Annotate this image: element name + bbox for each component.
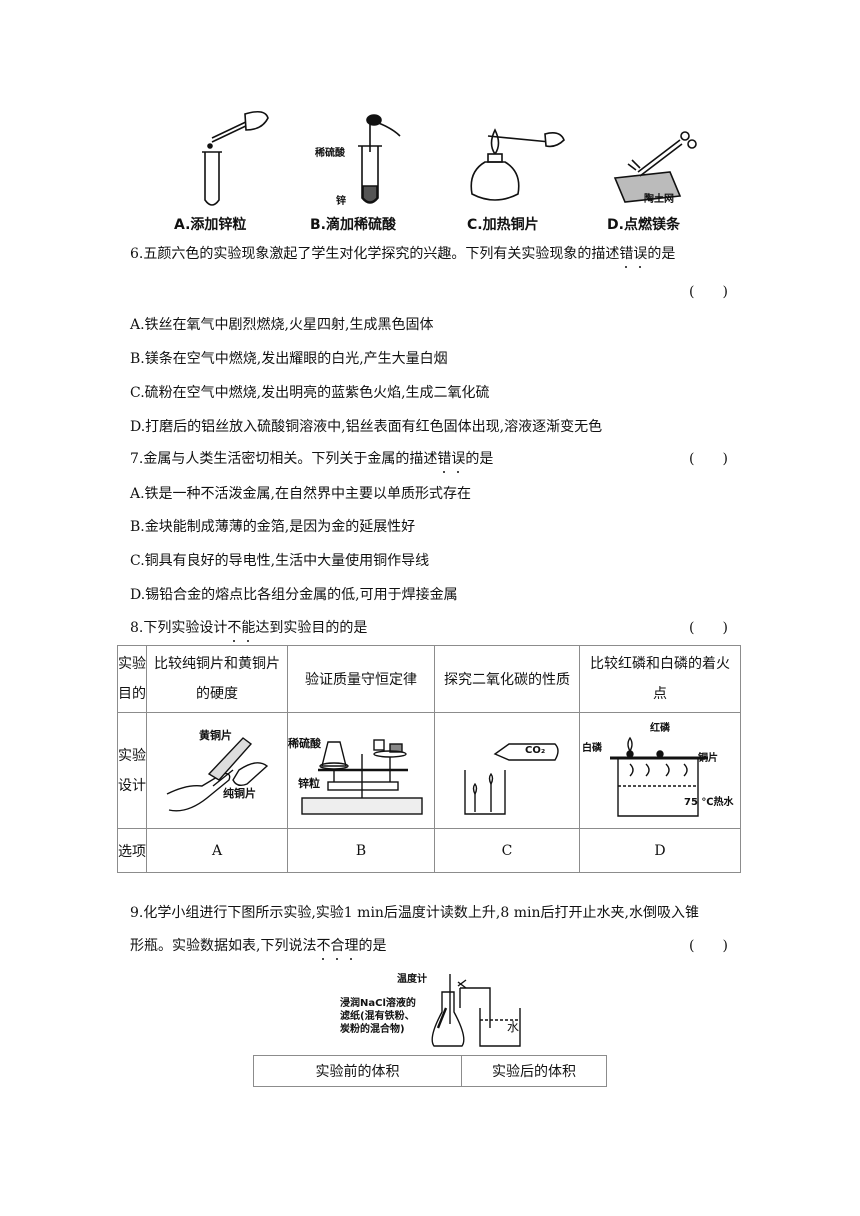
figure-d-burn-magnesium (613, 131, 697, 203)
figure-co2-candles (464, 742, 559, 815)
q6-answer-bracket: ( ) (689, 284, 728, 300)
label-thermometer: 温度计 (397, 974, 427, 985)
label-gauze: 陶土网 (644, 194, 674, 205)
caption-d: D.点燃镁条 (607, 217, 680, 233)
label-zinc-grain: 锌粒 (298, 777, 320, 790)
label-hot-water: 75 ℃热水 (684, 797, 734, 808)
q6-option-d: D.打磨后的铝丝放入硫酸铜溶液中,铝丝表面有红色固体出现,溶液逐渐变无色 (130, 419, 603, 435)
figure-a-add-zinc (202, 110, 269, 206)
q9-stem-line2: 形瓶。实验数据如表,下列说法不合理的是 (130, 938, 387, 960)
label-copper-sheet: 铜片 (698, 753, 718, 764)
header-after-volume: 实验后的体积 (461, 1055, 607, 1087)
design-b: 稀硫酸 锌粒 (287, 712, 435, 829)
q8-answer-bracket: ( ) (689, 620, 728, 636)
label-brass: 黄铜片 (199, 729, 232, 742)
q6-option-b: B.镁条在空气中燃烧,发出耀眼的白光,产生大量白烟 (130, 351, 448, 367)
figure-q5-apparatus (202, 110, 697, 206)
label-pure-copper: 纯铜片 (223, 787, 256, 800)
figure-phosphorus (610, 736, 708, 817)
caption-a: A.添加锌粒 (174, 217, 247, 233)
q8-table: 实验目的 比较纯铜片和黄铜片的硬度 验证质量守恒定律 探究二氧化碳的性质 比较红… (117, 645, 741, 873)
label-paper-l3: 炭粉的混合物) (340, 1024, 405, 1035)
purpose-d: 比较红磷和白磷的着火点 (579, 645, 741, 713)
design-a: 黄铜片 纯铜片 (146, 712, 288, 829)
label-red-p: 红磷 (650, 723, 670, 734)
q7-option-c: C.铜具有良好的导电性,生活中大量使用铜作导线 (130, 553, 430, 569)
table-row: 实验前的体积 实验后的体积 (253, 1055, 607, 1087)
q9-stem-line1: 9.化学小组进行下图所示实验,实验1 min后温度计读数上升,8 min后打开止… (130, 905, 699, 921)
q9-answer-bracket: ( ) (689, 938, 728, 954)
purpose-b: 验证质量守恒定律 (287, 645, 435, 713)
caption-b: B.滴加稀硫酸 (310, 217, 396, 233)
design-c: CO₂ (434, 712, 580, 829)
figure-b-add-acid (358, 114, 401, 204)
figure-q9-apparatus (431, 974, 521, 1047)
table-row: 实验设计 黄铜片 纯铜片 (117, 712, 741, 829)
q9-table: 实验前的体积 实验后的体积 (253, 1055, 607, 1087)
design-d: 白磷 红磷 铜片 75 ℃热水 (579, 712, 741, 829)
q7-stem: 7.金属与人类生活密切相关。下列关于金属的描述错误的是 (130, 451, 494, 473)
figure-scratch-copper (166, 736, 269, 811)
label-zinc: 锌 (336, 196, 346, 207)
figure-balance (301, 738, 423, 815)
row-head-design: 实验设计 (117, 712, 147, 829)
label-dilute-acid: 稀硫酸 (315, 148, 345, 159)
option-a: A (146, 828, 288, 873)
option-b: B (287, 828, 435, 873)
q7-option-b: B.金块能制成薄薄的金箔,是因为金的延展性好 (130, 519, 416, 535)
table-row: 实验目的 比较纯铜片和黄铜片的硬度 验证质量守恒定律 探究二氧化碳的性质 比较红… (117, 645, 741, 713)
label-dilute-acid-b: 稀硫酸 (288, 737, 321, 750)
row-head-purpose: 实验目的 (117, 645, 147, 713)
label-paper-l2: 滤纸(混有铁粉、 (340, 1011, 415, 1022)
purpose-c: 探究二氧化碳的性质 (434, 645, 580, 713)
option-d: D (579, 828, 741, 873)
q6-stem: 6.五颜六色的实验现象激起了学生对化学探究的兴趣。下列有关实验现象的描述错误的是 (130, 246, 676, 268)
caption-c: C.加热铜片 (467, 217, 539, 233)
q7-option-d: D.锡铅合金的熔点比各组分金属的低,可用于焊接金属 (130, 587, 458, 603)
q7-answer-bracket: ( ) (689, 451, 728, 467)
label-co2: CO₂ (525, 745, 546, 756)
q6-option-a: A.铁丝在氧气中剧烈燃烧,火星四射,生成黑色固体 (130, 317, 434, 333)
q6-option-c: C.硫粉在空气中燃烧,发出明亮的蓝紫色火焰,生成二氧化硫 (130, 385, 490, 401)
q8-stem: 8.下列实验设计不能达到实验目的的是 (130, 620, 368, 642)
label-water: 水 (507, 1020, 520, 1034)
q7-option-a: A.铁是一种不活泼金属,在自然界中主要以单质形式存在 (130, 486, 472, 502)
row-head-option: 选项 (117, 828, 147, 873)
purpose-a: 比较纯铜片和黄铜片的硬度 (146, 645, 288, 713)
option-c: C (434, 828, 580, 873)
figure-c-heat-copper (470, 128, 565, 201)
table-row: 选项 A B C D (117, 828, 741, 873)
header-before-volume: 实验前的体积 (253, 1055, 462, 1087)
label-white-p: 白磷 (582, 743, 602, 754)
label-paper-l1: 浸润NaCl溶液的 (340, 998, 416, 1009)
